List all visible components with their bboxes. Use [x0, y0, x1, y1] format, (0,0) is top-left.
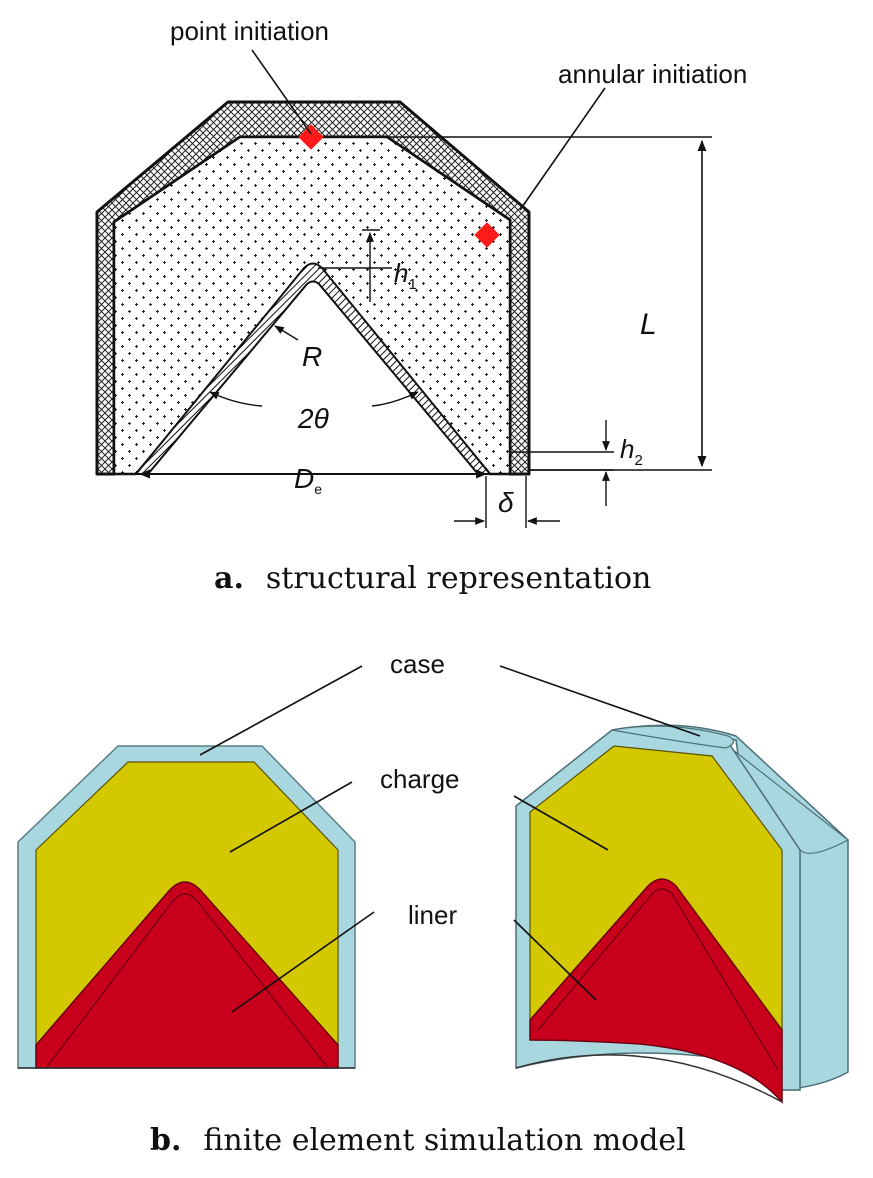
h1-label-base: h — [394, 258, 408, 288]
h2-label: h2 — [620, 434, 643, 469]
De-label-subscript: e — [314, 481, 322, 497]
delta-label: δ — [498, 487, 514, 518]
angle-arc-left — [209, 391, 263, 407]
point-initiation-marker — [298, 124, 324, 150]
liner-leader-left — [231, 911, 375, 1013]
charge-leader-left — [229, 781, 353, 853]
annular-initiation-leader — [519, 87, 606, 211]
R-leader — [274, 325, 299, 341]
case-leader-right — [499, 665, 701, 737]
caption-b: b. finite element simulation model — [150, 1123, 686, 1158]
angle-arc-right — [371, 391, 419, 407]
point-initiation-label: point initiation — [170, 16, 329, 46]
R-label: R — [302, 341, 322, 372]
charge-label: charge — [380, 764, 460, 794]
caption-a-letter: a. — [214, 561, 244, 596]
panel-b-fem-model: case charge liner b. finite element simul… — [17, 649, 850, 1158]
caption-a: a. structural representation — [214, 561, 651, 596]
De-label-base: D — [294, 463, 314, 494]
fem-2d-liner-inner-edge — [45, 893, 329, 1069]
fem-2d-section — [17, 745, 356, 1069]
fem-3d-case-top-rim — [611, 725, 735, 749]
fem-3d-liner — [529, 878, 783, 1104]
case-label: case — [390, 649, 445, 679]
caption-a-text: structural representation — [266, 561, 652, 596]
annular-initiation-marker — [474, 222, 500, 248]
liner-leader-right — [513, 919, 597, 1001]
h2-label-base: h — [620, 434, 634, 464]
h1-label: h1 — [394, 258, 417, 293]
fem-3d-cutaway — [515, 724, 850, 1104]
caption-b-text: finite element simulation model — [203, 1123, 685, 1158]
case-leader-left — [199, 665, 363, 756]
angle-label: 2θ — [297, 403, 329, 434]
point-initiation-leader — [251, 49, 312, 135]
h2-label-subscript: 2 — [634, 452, 642, 469]
charge-leader-right — [513, 795, 609, 851]
fem-3d-base-curve — [515, 1054, 783, 1103]
h1-label-subscript: 1 — [408, 276, 416, 293]
caption-b-letter: b. — [150, 1123, 181, 1158]
annular-initiation-label: annular initiation — [558, 59, 747, 89]
fem-3d-liner-inner-edge — [537, 888, 779, 1071]
liner-label: liner — [408, 900, 457, 930]
fem-2d-liner — [35, 881, 339, 1069]
panel-a-structural: point initiation annular initiation L h1… — [95, 16, 747, 596]
De-label: De — [294, 463, 322, 497]
L-label: L — [640, 308, 657, 341]
